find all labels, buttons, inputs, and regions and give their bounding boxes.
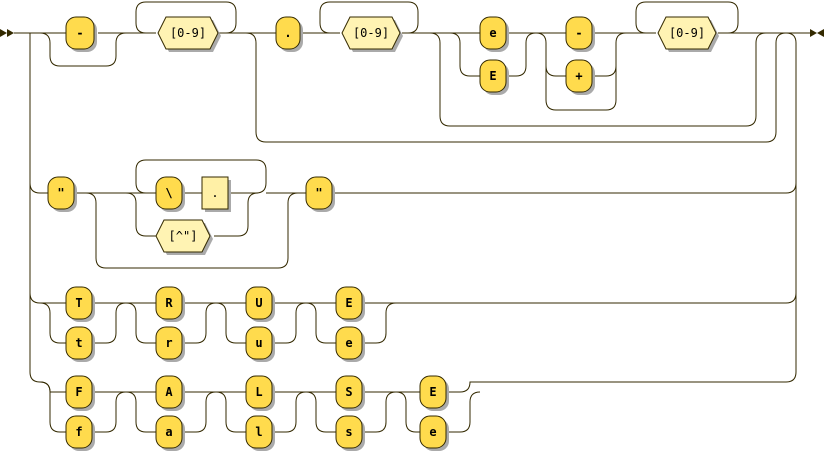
open-quote-node: " xyxy=(47,176,77,212)
svg-text:R: R xyxy=(165,296,173,310)
true-E-node: E xyxy=(335,286,365,322)
exponent-upper-node: E xyxy=(479,59,509,95)
digits-class-node: [0-9] xyxy=(157,16,221,52)
svg-text:s: s xyxy=(345,425,352,439)
svg-text:-: - xyxy=(575,26,582,40)
svg-text:F: F xyxy=(75,385,82,399)
true-U-node: U xyxy=(245,286,275,322)
false-a-node: a xyxy=(155,415,185,451)
decimal-point-node: . xyxy=(275,16,303,52)
minus-sign-node: - xyxy=(65,16,97,52)
svg-text:l: l xyxy=(255,425,262,439)
svg-text:+: + xyxy=(575,69,582,83)
false-l-node: l xyxy=(245,415,275,451)
fraction-digits-class-node: [0-9] xyxy=(341,16,403,52)
false-S-node: S xyxy=(335,375,365,411)
start-marker xyxy=(0,29,14,37)
svg-text:a: a xyxy=(165,425,172,439)
false-e-node: e xyxy=(419,415,449,451)
true-R-node: R xyxy=(155,286,185,322)
svg-text:E: E xyxy=(489,69,496,83)
svg-text:f: f xyxy=(75,425,82,439)
exponent-minus-node: - xyxy=(565,16,595,52)
any-char-node: . xyxy=(201,176,231,212)
end-marker xyxy=(810,29,824,37)
close-quote-node: " xyxy=(305,176,335,212)
false-F-node: F xyxy=(65,375,95,411)
false-f-node: f xyxy=(65,415,95,451)
svg-text:E: E xyxy=(345,296,352,310)
backslash-node: \ xyxy=(155,176,185,212)
svg-text:[0-9]: [0-9] xyxy=(669,26,705,40)
svg-text:[0-9]: [0-9] xyxy=(353,26,389,40)
true-T-node: T xyxy=(65,286,95,322)
svg-text:S: S xyxy=(345,385,352,399)
true-t-node: t xyxy=(65,326,95,362)
exponent-plus-node: + xyxy=(565,59,595,95)
false-A-node: A xyxy=(155,375,185,411)
svg-text:u: u xyxy=(255,336,262,350)
svg-text:[^"]: [^"] xyxy=(169,229,198,243)
svg-text:e: e xyxy=(489,26,496,40)
svg-text:\: \ xyxy=(165,186,172,200)
svg-text:e: e xyxy=(345,336,352,350)
true-r-node: r xyxy=(155,326,185,362)
svg-text:U: U xyxy=(255,296,262,310)
svg-text:r: r xyxy=(165,336,172,350)
svg-text:t: t xyxy=(75,336,82,350)
exponent-digits-class-node: [0-9] xyxy=(657,16,719,52)
svg-text:": " xyxy=(315,186,322,200)
svg-text:E: E xyxy=(429,385,436,399)
svg-text:.: . xyxy=(284,26,291,40)
not-quote-class-node: [^"] xyxy=(155,219,213,255)
svg-text:A: A xyxy=(165,385,173,399)
svg-text:e: e xyxy=(429,425,436,439)
exponent-lower-node: e xyxy=(479,16,509,52)
true-e-node: e xyxy=(335,326,365,362)
svg-text:T: T xyxy=(75,296,82,310)
svg-text:": " xyxy=(57,186,64,200)
true-u-node: u xyxy=(245,326,275,362)
false-L-node: L xyxy=(245,375,275,411)
false-E-node: E xyxy=(419,375,449,411)
svg-text:.: . xyxy=(211,186,218,200)
svg-text:-: - xyxy=(76,26,83,40)
false-s-node: s xyxy=(335,415,365,451)
svg-text:L: L xyxy=(255,385,262,399)
rails xyxy=(14,1,810,433)
svg-text:[0-9]: [0-9] xyxy=(170,26,206,40)
